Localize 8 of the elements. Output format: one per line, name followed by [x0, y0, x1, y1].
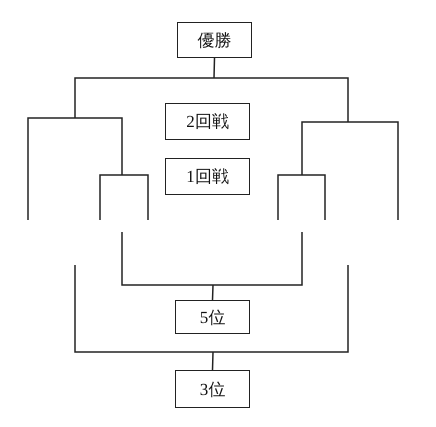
- label-box: 3位: [175, 370, 250, 408]
- label-box: 1回戦: [165, 158, 250, 195]
- connector-line: [212, 284, 214, 300]
- connector-line: [213, 58, 216, 78]
- label-box: 2回戦: [165, 103, 250, 140]
- label-box: 優勝: [177, 22, 252, 58]
- label-box: 5位: [175, 300, 250, 334]
- connector-line: [212, 352, 214, 370]
